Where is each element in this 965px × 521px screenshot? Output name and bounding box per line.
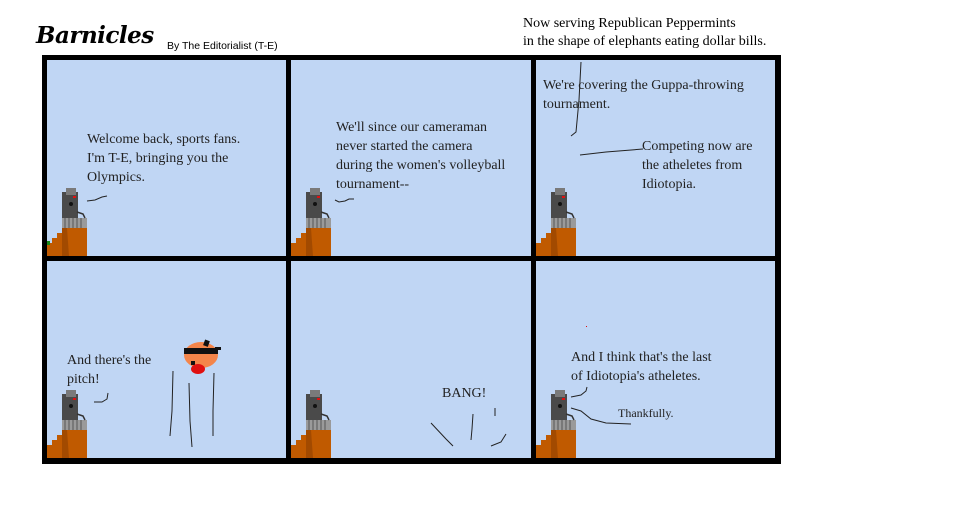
panel-6-caption-1: And I think that's the last of Idiotopia… xyxy=(571,350,712,384)
panel-2: We'll since our cameraman never started … xyxy=(291,60,531,256)
panel-3-caption-1: We're covering the Guppa-throwing tourna… xyxy=(543,78,744,112)
panel-4-caption: And there's the pitch! xyxy=(67,353,152,387)
comic-title: Barnicles xyxy=(36,22,154,49)
announcer-robot-on-podium-icon xyxy=(536,188,576,256)
tagline-line-2: in the shape of elephants eating dollar … xyxy=(523,34,767,49)
panel-3: We're covering the Guppa-throwing tourna… xyxy=(536,60,775,256)
speech-line-icon xyxy=(570,61,644,156)
speech-line-icon xyxy=(94,370,215,448)
panel-1: Welcome back, sports fans. I'm T-E, brin… xyxy=(47,60,286,256)
comic-tagline: Now serving Republican Peppermints in th… xyxy=(523,15,766,51)
announcer-robot-on-podium-icon xyxy=(47,390,87,458)
explosion-lines-icon xyxy=(430,408,507,447)
speech-line-icon xyxy=(334,198,354,203)
announcer-robot-on-podium-icon xyxy=(47,188,87,256)
panel-6-caption-2: Thankfully. xyxy=(618,406,674,420)
speech-line-icon xyxy=(86,195,108,202)
panel-5-caption: BANG! xyxy=(442,386,487,401)
tagline-line-1: Now serving Republican Peppermints xyxy=(523,16,736,31)
panel-6: And I think that's the last of Idiotopia… xyxy=(536,261,775,458)
comic-strip: Welcome back, sports fans. I'm T-E, brin… xyxy=(42,55,781,464)
panel-3-caption-2: Competing now are the atheletes from Idi… xyxy=(642,139,753,192)
comic-byline: By The Editorialist (T-E) xyxy=(167,40,278,52)
announcer-robot-on-podium-icon xyxy=(536,390,576,458)
panel-2-caption: We'll since our cameraman never started … xyxy=(336,120,506,192)
guppa-creature-icon xyxy=(184,339,221,374)
announcer-robot-on-podium-icon xyxy=(291,390,331,458)
announcer-robot-on-podium-icon xyxy=(291,188,331,256)
panel-4: And there's the pitch! xyxy=(47,261,286,458)
panel-1-caption: Welcome back, sports fans. I'm T-E, brin… xyxy=(87,132,241,185)
panel-5: BANG! xyxy=(291,261,531,458)
speech-line-icon xyxy=(570,326,632,425)
